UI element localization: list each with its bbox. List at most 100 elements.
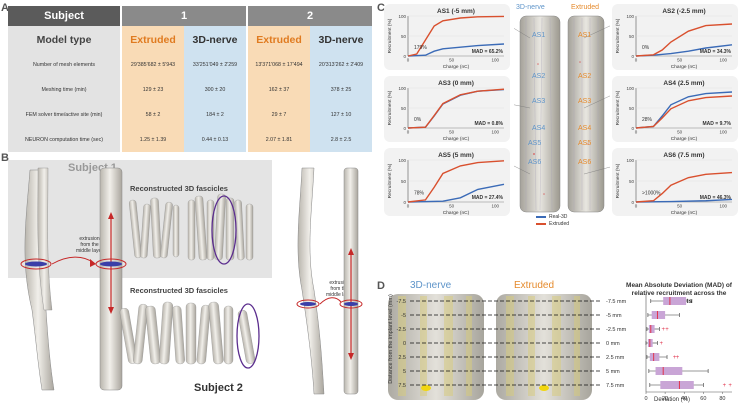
plot-annotation: 179% [414, 45, 427, 51]
box [660, 381, 694, 389]
label-3dnerve: 3D-nerve [410, 280, 452, 291]
y-axis-label: Recruitment (%) [387, 163, 393, 198]
series-line-extruded [407, 15, 505, 57]
legend-extruded-line [536, 223, 546, 225]
plot-mad: MAD = 27.4% [472, 195, 504, 201]
fascicles-bundle-1 [129, 197, 180, 259]
middle-layer-ring [339, 299, 363, 309]
plot-title: AS6 (7.5 mm) [663, 152, 704, 159]
y-tick-label: -7.5 [397, 299, 406, 305]
outlier: + [676, 355, 680, 361]
plot-annotation: 78% [414, 190, 425, 196]
y-axis-label: Recruitment (%) [615, 163, 621, 198]
outlier: + [673, 355, 677, 361]
legend-extruded-label: Extruded [571, 4, 600, 11]
box [648, 325, 655, 333]
plot-annotation: 28% [642, 117, 653, 123]
level-label: -2.5 mm [606, 327, 627, 333]
y-tick-label: 100 [626, 14, 634, 19]
series-line-real3d [635, 198, 733, 203]
plot-annotation: 0% [414, 117, 422, 123]
row-label-mesh-elements: Number of mesh elements [32, 62, 96, 68]
table-label-column [8, 6, 120, 152]
y-tick-label: 5 [403, 369, 406, 375]
subject2-curved-nerve [297, 167, 325, 395]
x-tick-label: 0 [635, 130, 638, 135]
x-tick-label: 80 [719, 396, 725, 402]
table-cell: 0.44 ± 0.13 [201, 137, 229, 143]
x-tick-label: 100 [492, 58, 500, 63]
level-label: 5 mm [606, 369, 620, 375]
middle-layer-section [100, 261, 122, 267]
outlier: + [661, 327, 665, 333]
legend-real3d-label: Real-3D [549, 214, 568, 220]
table-cell: 378 ± 25 [330, 87, 352, 93]
fascicles-bundle-2 [187, 193, 254, 265]
series-line-extruded [635, 171, 733, 203]
x-tick-label: 100 [492, 130, 500, 135]
y-axis-label: Recruitment (%) [615, 90, 621, 125]
legend-extruded-bottom-label: Extruded [549, 221, 570, 227]
plot-title: AS4 (2.5 mm) [663, 80, 704, 87]
plot-mad: MAD = 0.8% [475, 121, 504, 127]
middle-layer-section [300, 302, 316, 306]
y-tick-label: 100 [398, 86, 406, 91]
row-label-neuron-time: NEURON computation time (sec) [24, 137, 103, 143]
model-type-extruded-1: Extruded [130, 33, 176, 46]
table-cell: 29'385'682 ± 5'943 [130, 62, 176, 68]
series-line-extruded [407, 88, 505, 129]
plot-mad: MAD = 9.7% [703, 121, 732, 127]
plot-annotation: 0% [642, 45, 650, 51]
y-tick-label: 50 [401, 34, 407, 39]
y-tick-label: -5 [401, 313, 406, 319]
reconstructed-label-2: Reconstructed 3D fascicles [130, 286, 228, 295]
panel-c-nerve-models: 3D-nerve Extruded AS1 AS2 AS3 AS4 AS5 AS… [514, 4, 610, 230]
table-cell: 184 ± 2 [206, 112, 224, 118]
x-tick-label: 0 [644, 396, 647, 402]
y-tick-label: 50 [401, 179, 407, 184]
site-label-as6-extruded: AS6 [578, 159, 592, 166]
col-bg-nerve-1 [184, 26, 246, 152]
x-tick-label: 50 [677, 58, 683, 63]
panel-letter-b: B [1, 152, 9, 164]
y-tick-label: 2.5 [398, 355, 406, 361]
box [655, 367, 683, 375]
model-type-nerve-2: 3D-nerve [318, 33, 364, 46]
x-axis-label: Charge (nC) [443, 64, 470, 70]
y-tick-label: 0 [631, 54, 634, 59]
col-bg-extruded-2 [248, 26, 310, 152]
x-tick-label: 50 [449, 58, 455, 63]
y-axis-label: Recruitment (%) [615, 18, 621, 53]
y-tick-label: 50 [629, 106, 635, 111]
table-header-subject-1: 1 [122, 6, 246, 26]
comparison-table: Subject 1 2 Model type Extruded 3D-nerve… [8, 6, 372, 152]
x-tick-label: 0 [407, 130, 410, 135]
y-axis-label: Recruitment (%) [387, 90, 393, 125]
reconstructed-label-1: Reconstructed 3D fascicles [130, 184, 228, 193]
table-cell: 29 ± 7 [271, 112, 287, 118]
x-tick-label: 40 [681, 396, 687, 402]
plot-mad: MAD = 34.3% [700, 49, 732, 55]
table-cell: 33'251'049 ± 2'259 [192, 62, 238, 68]
table-cell: 1.25 ± 1.39 [139, 137, 167, 143]
row-label-meshing-time: Meshing time (min) [41, 87, 87, 93]
panel-letter-a: A [1, 2, 9, 14]
legend-real3d-line [536, 216, 546, 218]
level-label: -5 mm [606, 313, 622, 319]
table-cell: 127 ± 10 [330, 112, 352, 118]
x-tick-label: 20 [662, 396, 668, 402]
fascicles-bundle-3 [119, 301, 260, 369]
panel-letter-c: C [377, 2, 385, 14]
series-line-extruded [635, 23, 733, 57]
y-tick-label: 0 [631, 200, 634, 205]
x-axis-label: Charge (nC) [443, 136, 470, 142]
y-tick-label: 100 [626, 86, 634, 91]
plot-title: AS3 (0 mm) [438, 80, 474, 87]
site-label-as4-nerve: AS4 [532, 125, 546, 132]
y-axis-label: Recruitment (%) [387, 18, 393, 53]
y-tick-label: 50 [629, 34, 635, 39]
x-tick-label: 60 [700, 396, 706, 402]
